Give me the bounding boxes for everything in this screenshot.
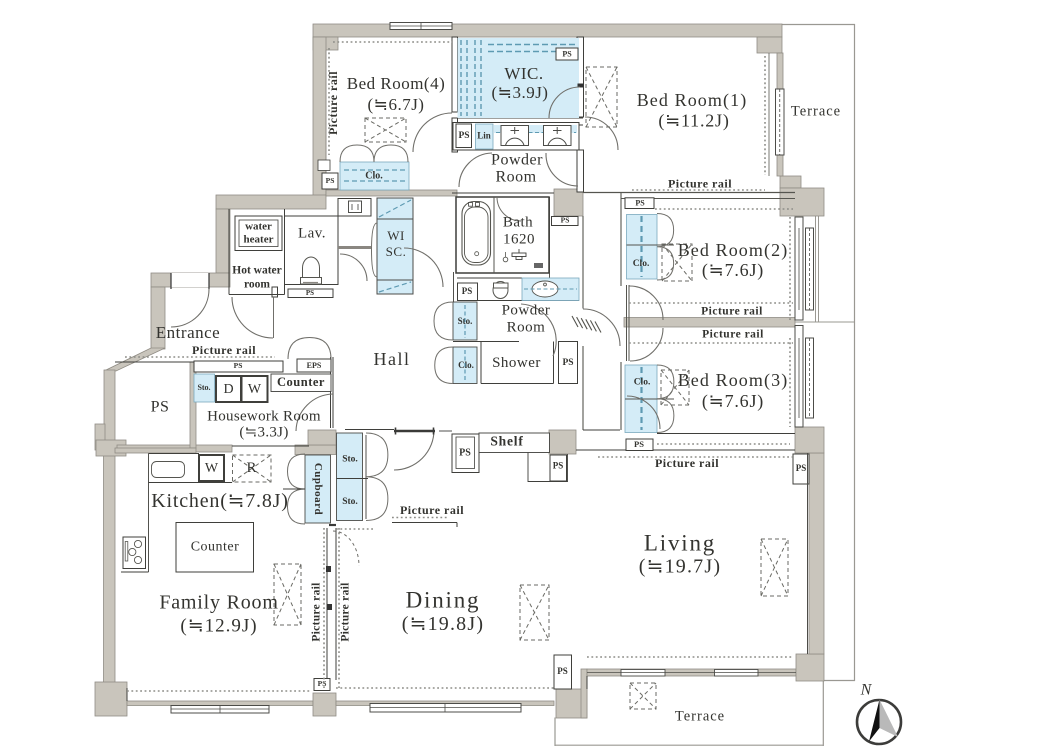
svg-text:water: water: [245, 221, 272, 233]
svg-text:Picture rail: Picture rail: [701, 306, 763, 318]
svg-text:W: W: [205, 461, 219, 476]
svg-text:Family Room: Family Room: [159, 592, 278, 614]
svg-text:(≒19.8J): (≒19.8J): [402, 613, 484, 635]
svg-text:Room: Room: [495, 169, 536, 186]
svg-text:Bed Room(2): Bed Room(2): [678, 240, 789, 261]
svg-text:Picture rail: Picture rail: [340, 582, 352, 641]
svg-text:Clo.: Clo.: [458, 360, 474, 370]
svg-text:Living: Living: [644, 530, 716, 555]
svg-text:Counter: Counter: [277, 375, 325, 389]
svg-text:(≒7.6J): (≒7.6J): [702, 260, 764, 281]
svg-text:PS: PS: [562, 358, 573, 368]
svg-text:D: D: [223, 382, 233, 397]
svg-text:Room: Room: [507, 319, 546, 335]
svg-text:(≒6.7J): (≒6.7J): [368, 95, 425, 114]
svg-text:Clo.: Clo.: [634, 378, 651, 388]
svg-text:(≒3.3J): (≒3.3J): [239, 424, 288, 440]
svg-text:Lin: Lin: [477, 131, 491, 141]
svg-text:R: R: [246, 460, 256, 476]
svg-text:PS: PS: [326, 176, 335, 185]
svg-text:Terrace: Terrace: [791, 103, 841, 119]
svg-text:PS: PS: [318, 679, 327, 688]
svg-text:Picture rail: Picture rail: [655, 456, 719, 470]
svg-text:SC.: SC.: [386, 244, 407, 259]
svg-text:Picture rail: Picture rail: [326, 71, 340, 135]
svg-text:(≒7.6J): (≒7.6J): [702, 391, 764, 412]
svg-text:PS: PS: [557, 666, 568, 676]
svg-text:Housework Room: Housework Room: [207, 408, 321, 424]
svg-text:Bed Room(4): Bed Room(4): [347, 74, 446, 93]
svg-text:Powder: Powder: [491, 152, 543, 169]
svg-text:PS: PS: [459, 447, 471, 458]
svg-text:Picture rail: Picture rail: [400, 503, 464, 517]
svg-text:(≒3.9J): (≒3.9J): [492, 83, 549, 102]
svg-text:Picture rail: Picture rail: [668, 176, 732, 190]
svg-text:Picture rail: Picture rail: [192, 343, 256, 357]
svg-text:Bath: Bath: [503, 214, 533, 230]
svg-text:Sto.: Sto.: [342, 497, 358, 507]
svg-text:Counter: Counter: [191, 540, 240, 555]
svg-text:Sto.: Sto.: [342, 455, 358, 465]
svg-text:Hall: Hall: [374, 349, 411, 369]
svg-text:heater: heater: [244, 234, 274, 246]
svg-text:Shelf: Shelf: [490, 434, 523, 449]
svg-text:PS: PS: [462, 286, 473, 296]
svg-text:1620: 1620: [503, 231, 535, 247]
svg-text:Clo.: Clo.: [633, 259, 650, 269]
svg-text:Bed Room(1): Bed Room(1): [637, 90, 748, 111]
svg-text:(≒12.9J): (≒12.9J): [180, 615, 257, 636]
svg-text:PS: PS: [458, 131, 469, 141]
svg-text:PS: PS: [306, 289, 314, 297]
svg-text:W: W: [248, 382, 262, 397]
svg-text:Dining: Dining: [406, 587, 481, 612]
svg-text:WIC.: WIC.: [504, 64, 543, 83]
svg-text:Shower: Shower: [492, 355, 541, 371]
svg-text:(≒19.7J): (≒19.7J): [639, 556, 721, 578]
svg-text:Picture rail: Picture rail: [702, 329, 764, 341]
svg-text:PS: PS: [796, 463, 807, 473]
svg-text:(≒11.2J): (≒11.2J): [658, 111, 729, 132]
svg-text:Kitchen(≒7.8J): Kitchen(≒7.8J): [151, 490, 288, 512]
svg-text:Bed Room(3): Bed Room(3): [678, 370, 789, 391]
svg-text:PS: PS: [561, 216, 570, 225]
svg-text:PS: PS: [553, 461, 564, 471]
svg-text:WI: WI: [387, 228, 405, 243]
svg-text:PS: PS: [634, 439, 644, 449]
svg-text:Terrace: Terrace: [675, 708, 725, 724]
svg-text:Picture rail: Picture rail: [311, 582, 323, 641]
svg-text:PS: PS: [234, 361, 243, 370]
svg-text:PS: PS: [635, 198, 645, 207]
svg-text:Cupboard: Cupboard: [312, 463, 324, 515]
svg-text:Entrance: Entrance: [156, 323, 220, 342]
svg-text:N: N: [860, 682, 873, 699]
svg-text:PS: PS: [562, 49, 572, 58]
svg-text:Sto.: Sto.: [197, 383, 210, 392]
svg-text:Powder: Powder: [502, 302, 551, 318]
svg-text:Clo.: Clo.: [365, 170, 383, 181]
svg-text:EPS: EPS: [307, 361, 322, 370]
svg-text:room: room: [244, 279, 270, 291]
svg-text:Lav.: Lav.: [298, 225, 326, 241]
svg-text:Hot water: Hot water: [232, 265, 282, 277]
svg-text:PS: PS: [151, 399, 170, 416]
